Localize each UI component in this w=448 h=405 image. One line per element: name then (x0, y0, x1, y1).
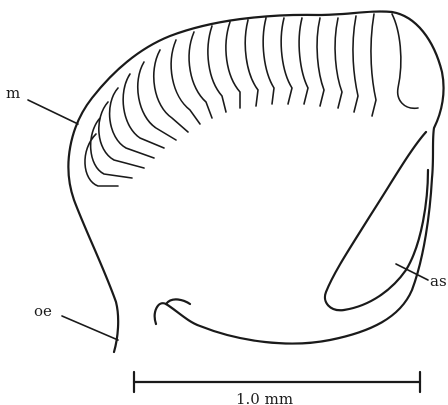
dorsal-lobe (392, 14, 418, 108)
label-as: as (430, 272, 447, 290)
label-oe: oe (34, 302, 52, 320)
scale-bar-label: 1.0 mm (236, 390, 293, 405)
oral-notch (166, 299, 190, 304)
accessory-structure (325, 132, 428, 310)
ridge-rows (85, 14, 376, 186)
leader-oe (62, 316, 118, 340)
body-outline (68, 12, 443, 352)
label-m: m (6, 84, 20, 102)
leader-m (28, 100, 78, 124)
scale-bar (134, 372, 420, 392)
